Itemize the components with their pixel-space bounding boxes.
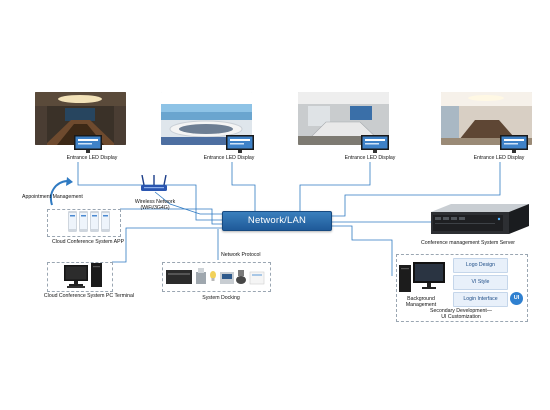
router-icon <box>141 175 167 191</box>
docking-label: System Docking <box>202 295 240 301</box>
secondary-dev-box <box>396 254 528 322</box>
router-label-1: Wireless Network <box>134 199 176 205</box>
router-label-2: (WiFi/3G4G) <box>140 205 170 211</box>
server-icon <box>431 204 529 234</box>
network-lan-label: Network/LAN <box>247 215 307 226</box>
secondary-caption-1: Secondary Development— <box>430 308 492 314</box>
login-interface-item: Login Interface <box>453 292 508 307</box>
display-label-1: Entrance LED Display <box>66 155 118 161</box>
display-label-3: Entrance LED Display <box>344 155 396 161</box>
app-label: Cloud Conference System APP <box>51 239 125 245</box>
led-display-4 <box>500 135 528 153</box>
conference-room-photo-2 <box>161 92 252 145</box>
docking-box <box>162 262 271 292</box>
display-label-2: Entrance LED Display <box>203 155 255 161</box>
logo-design-item: Logo Design <box>453 258 508 273</box>
server-label: Conference management System Server <box>421 240 515 246</box>
app-box <box>47 209 121 237</box>
background-management-label-1: Background <box>407 296 435 302</box>
background-management-icon <box>399 262 445 292</box>
network-lan-hub: Network/LAN <box>222 211 332 231</box>
pc-box <box>47 262 113 292</box>
conference-room-photo-3 <box>298 92 389 145</box>
led-display-3 <box>361 135 389 153</box>
background-management-label-2: Management <box>405 302 437 308</box>
appointment-label: Appointment Management <box>22 194 83 200</box>
pc-label: Cloud Conference System PC Terminal <box>43 293 135 299</box>
pc-terminal-icon <box>64 263 102 288</box>
ui-badge-text: UI <box>513 295 520 301</box>
docking-devices-icon <box>166 268 265 285</box>
vi-style-item: VI Style <box>453 275 508 290</box>
network-protocol-label: Network Protocol <box>221 252 261 258</box>
ui-badge-icon: UI <box>510 292 523 305</box>
led-display-2 <box>226 135 254 153</box>
led-display-1 <box>74 135 102 153</box>
secondary-caption-2: UI Customization <box>441 314 481 320</box>
display-label-4: Entrance LED Display <box>473 155 525 161</box>
phone-icons <box>68 211 110 232</box>
